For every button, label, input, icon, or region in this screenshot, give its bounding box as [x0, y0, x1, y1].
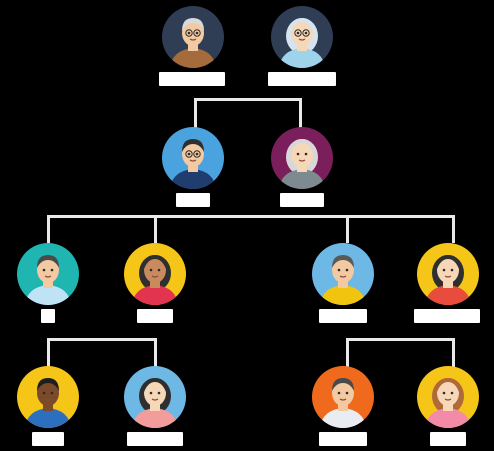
son-2-avatar	[312, 243, 374, 305]
mother-portrait-icon	[279, 139, 325, 189]
connector-line	[154, 338, 157, 368]
daughter-in-law-2-portrait-icon	[425, 255, 471, 305]
name-placeholder	[32, 432, 64, 446]
grandmother-portrait-icon	[279, 18, 325, 68]
grandfather-avatar	[162, 6, 224, 68]
name-placeholder	[159, 72, 225, 86]
name-placeholder	[137, 309, 173, 323]
father-portrait-icon	[170, 139, 216, 189]
daughter-in-law-2-avatar	[417, 243, 479, 305]
connector-line	[346, 338, 455, 341]
connector-line	[194, 98, 197, 130]
granddaughter-1-avatar	[124, 366, 186, 428]
son-1-avatar	[17, 243, 79, 305]
connector-line	[47, 215, 455, 218]
granddaughter-2-portrait-icon	[425, 378, 471, 428]
name-placeholder	[280, 193, 324, 207]
connector-line	[47, 338, 157, 341]
granddaughter-1-portrait-icon	[132, 378, 178, 428]
grandmother-avatar	[271, 6, 333, 68]
connector-line	[299, 98, 302, 130]
mother-avatar	[271, 127, 333, 189]
daughter-in-law-1-portrait-icon	[132, 255, 178, 305]
grandson-1-portrait-icon	[25, 378, 71, 428]
father-avatar	[162, 127, 224, 189]
grandson-1-avatar	[17, 366, 79, 428]
grandfather-portrait-icon	[170, 18, 216, 68]
name-placeholder	[268, 72, 336, 86]
daughter-in-law-1-avatar	[124, 243, 186, 305]
name-placeholder	[127, 432, 183, 446]
grandson-2-portrait-icon	[320, 378, 366, 428]
name-placeholder	[176, 193, 210, 207]
name-placeholder	[319, 432, 367, 446]
name-placeholder	[319, 309, 367, 323]
name-placeholder	[41, 309, 55, 323]
connector-line	[154, 215, 157, 243]
connector-line	[194, 98, 302, 101]
name-placeholder	[414, 309, 480, 323]
son-1-portrait-icon	[25, 255, 71, 305]
connector-line	[346, 338, 349, 368]
granddaughter-2-avatar	[417, 366, 479, 428]
connector-line	[452, 215, 455, 243]
connector-line	[452, 338, 455, 368]
connector-line	[47, 215, 50, 243]
son-2-portrait-icon	[320, 255, 366, 305]
grandson-2-avatar	[312, 366, 374, 428]
connector-line	[346, 215, 349, 243]
connector-line	[47, 338, 50, 368]
name-placeholder	[430, 432, 466, 446]
